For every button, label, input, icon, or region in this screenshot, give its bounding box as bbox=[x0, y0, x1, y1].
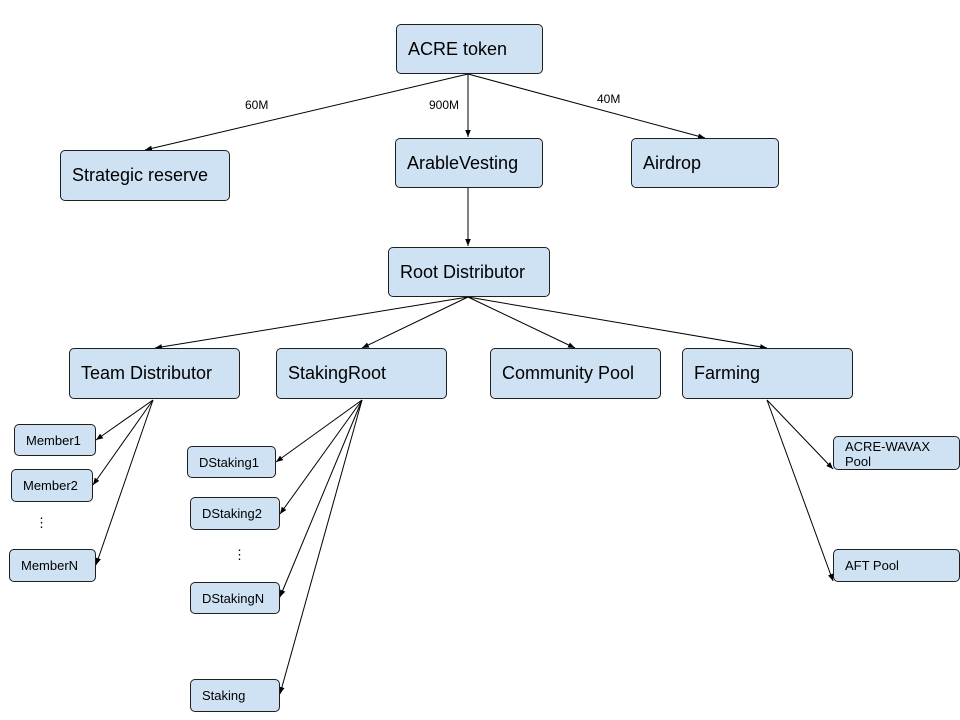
label-40m: 40M bbox=[597, 92, 621, 106]
node-member1[interactable]: Member1 bbox=[14, 424, 96, 456]
label-900m: 900M bbox=[429, 98, 460, 112]
edge-stakingroot-to-dstakingn bbox=[279, 399, 363, 598]
node-strategic-reserve[interactable]: Strategic reserve bbox=[60, 150, 230, 201]
node-staking-root[interactable]: StakingRoot bbox=[276, 348, 447, 399]
node-staking[interactable]: Staking bbox=[190, 679, 280, 712]
edge-root-to-staking-root bbox=[361, 296, 469, 349]
edge-farming-to-acre-wavax-pool bbox=[766, 399, 834, 470]
member-ellipsis: ⋮ bbox=[35, 515, 48, 530]
edge-team-to-member1 bbox=[95, 399, 154, 441]
edge-root-to-team-distributor bbox=[154, 296, 469, 350]
dstaking-ellipsis: ⋮ bbox=[233, 547, 246, 562]
node-dstaking2[interactable]: DStaking2 bbox=[190, 497, 280, 530]
edge-team-to-member2 bbox=[92, 399, 154, 486]
node-airdrop[interactable]: Airdrop bbox=[631, 138, 779, 188]
edge-stakingroot-to-staking bbox=[279, 399, 363, 695]
edge-root-to-community-pool bbox=[467, 296, 576, 349]
label-60m: 60M bbox=[245, 98, 269, 112]
node-community-pool[interactable]: Community Pool bbox=[490, 348, 661, 399]
node-team-distributor[interactable]: Team Distributor bbox=[69, 348, 240, 399]
edge-stakingroot-to-dstaking1 bbox=[275, 399, 363, 463]
node-aft-pool[interactable]: AFT Pool bbox=[833, 549, 960, 582]
edge-root-to-farming bbox=[467, 296, 768, 350]
node-root-distributor[interactable]: Root Distributor bbox=[388, 247, 550, 297]
node-dstaking1[interactable]: DStaking1 bbox=[187, 446, 276, 478]
node-membern[interactable]: MemberN bbox=[9, 549, 96, 582]
node-arable-vesting[interactable]: ArableVesting bbox=[395, 138, 543, 188]
node-farming[interactable]: Farming bbox=[682, 348, 853, 399]
node-acre-token[interactable]: ACRE token bbox=[396, 24, 543, 74]
edge-stakingroot-to-dstaking2 bbox=[279, 399, 363, 515]
node-acre-wavax-pool[interactable]: ACRE-WAVAX Pool bbox=[833, 436, 960, 470]
edge-acre-to-airdrop bbox=[467, 73, 706, 139]
node-member2[interactable]: Member2 bbox=[11, 469, 93, 502]
node-dstakingn[interactable]: DStakingN bbox=[190, 582, 280, 614]
edge-acre-to-strategic-reserve bbox=[144, 73, 469, 152]
edge-farming-to-aft-pool bbox=[766, 399, 834, 582]
edge-team-to-membern bbox=[95, 399, 154, 566]
